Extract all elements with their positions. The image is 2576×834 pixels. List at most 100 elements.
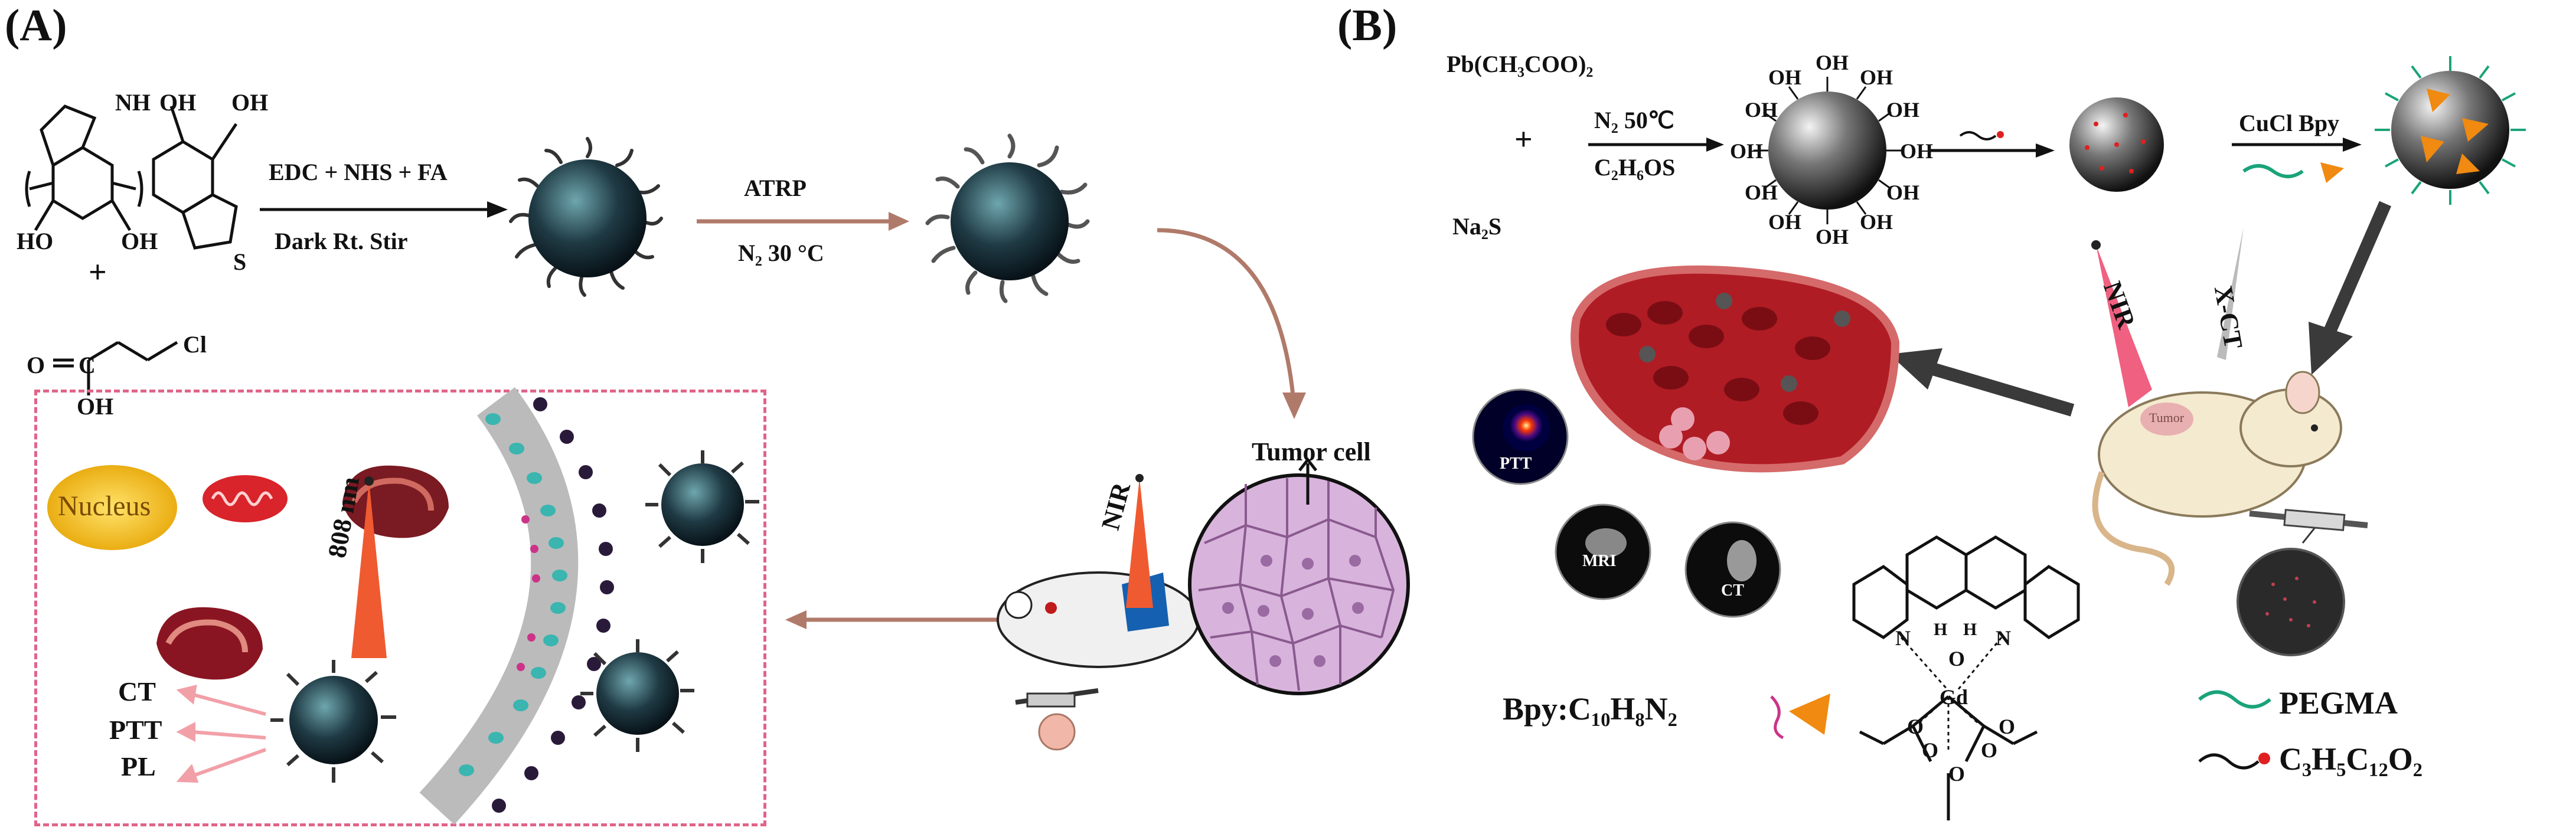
reactant-oh: OH [121,228,158,254]
reaction-arrow-1 [260,201,508,218]
oh-group: OH [1900,139,1934,163]
ct-image-label: CT [1721,581,1744,600]
atrp-reagents: CuCl Bpy [2239,110,2340,136]
nir-laser-b [2091,240,2152,407]
ptt-image-label: PTT [1500,454,1532,473]
output-ct: CT [118,676,156,707]
reactant-structures [25,104,238,395]
initiator-symbol-icon [2198,753,2270,770]
oh-group: OH [1745,98,1778,122]
curved-arrow-down [1157,228,1306,419]
atrp-arrow [2232,138,2362,183]
oh-group: OH [1886,181,1920,204]
oh-group: OH [1816,225,1849,248]
complex-o-water: O [1948,647,1966,671]
mitochondria-icon [203,475,288,522]
complex-o: O [1922,738,1939,762]
complex-h-left: H [1934,620,1948,639]
nucleus-label: Nucleus [58,490,151,522]
organelle-icon-2 [156,607,263,680]
arrow-2-bottom-label: N₂ 30 °C [738,240,824,266]
tumor-label: Tumor [2149,410,2185,425]
initiator-label: C₃H₅C₁₂O₂ [2279,741,2422,777]
reactant-o: O [27,352,45,378]
complex-h-right: H [1963,620,1977,639]
ptt-image [1472,388,1569,485]
blood-vessel [1571,265,1900,473]
precursor-lead-acetate: Pb(CH₃COO)₂ [1447,51,1594,77]
panel-a-label: (A) [5,1,67,50]
oh-group: OH [1860,66,1893,89]
precursor-sodium-sulfide: Na₂S [1452,213,1502,240]
injection-magnified-view [2237,548,2345,656]
bpy-symbol-icon [1770,694,1830,740]
reactant-plus: + [89,254,107,290]
gd-complex-structure [1852,535,2080,820]
arrow-1-top-label: EDC + NHS + FA [269,159,448,185]
output-arrows [176,685,267,783]
complex-o: O [1948,762,1966,786]
oh-group: OH [1730,139,1764,163]
return-arrow [785,610,998,629]
polymer-nanoparticle-icon [925,133,1090,303]
precursor-plus: + [1514,122,1533,157]
oh-group: OH [1860,210,1893,234]
tumor-cell-pointer [1298,457,1317,505]
pegma-coated-sphere [2375,56,2526,205]
reactant-oh-top2: OH [231,89,269,116]
reactant-s: S [233,248,247,275]
nanoparticle-in-frame-2 [580,639,694,752]
mri-image [1555,503,1651,600]
tumor-cell-label: Tumor cell [1252,437,1371,466]
xct-beam [2217,227,2244,360]
condition-top: N₂ 50℃ [1594,107,1674,133]
pegma-label: PEGMA [2279,685,2398,721]
synthesis-arrow [1588,138,1724,152]
ct-image [1684,521,1781,618]
oh-group: OH [1768,210,1802,234]
oh-group: OH [1768,66,1802,89]
condition-bottom: C₂H₆OS [1594,154,1676,181]
bpy-formula: C₁₀H₈N₂ [1568,691,1677,727]
reactant-cl: Cl [183,331,207,358]
mri-image-label: MRI [1582,552,1617,570]
bpy-legend: Bpy:C₁₀H₈N₂ [1503,691,1677,727]
nir-laser-a [1126,474,1153,608]
complex-o: O [1999,715,2016,738]
mechanism-frame [34,390,766,826]
laser-beam [351,476,387,658]
reactant-nh: NH [115,89,151,116]
bpy-prefix: Bpy: [1503,691,1569,727]
output-ptt: PTT [109,715,162,745]
initiator-sphere [2069,97,2164,192]
big-arrow-left [1889,348,2075,417]
arrow-1-bottom-label: Dark Rt. Stir [275,228,408,254]
nucleus-icon [47,465,177,550]
arrow-2-top-label: ATRP [744,175,807,201]
down-arrow-right [2309,201,2392,375]
oh-group: OH [1745,181,1778,204]
complex-n-right: N [1996,626,2011,650]
reactant-oh-bottom: OH [77,393,114,420]
complex-n-left: N [1895,626,1911,650]
reactant-oh-top1: OH [159,89,197,116]
reaction-arrow-2 [697,212,909,231]
mouse-b [2092,371,2368,586]
pegma-symbol-icon [2198,690,2271,709]
oh-group: OH [1886,98,1920,122]
hydroxyl-sphere [1754,77,1901,224]
output-pl: PL [121,751,156,781]
nanoparticle-icon [509,137,663,297]
tumor-cell-tissue [1188,473,1410,695]
reactant-c: C [79,352,96,378]
reactant-ho: HO [17,228,54,254]
complex-o: O [1907,715,1924,738]
cell-membrane [419,387,614,825]
nanoparticle-in-frame-1 [645,450,759,563]
panel-b-label: (B) [1337,1,1398,50]
initiator-arrow [1931,131,2055,158]
oh-group: OH [1816,51,1849,74]
complex-o: O [1981,738,1998,762]
nanoparticle-in-frame-3 [270,660,396,783]
complex-gd: Gd [1940,685,1968,709]
